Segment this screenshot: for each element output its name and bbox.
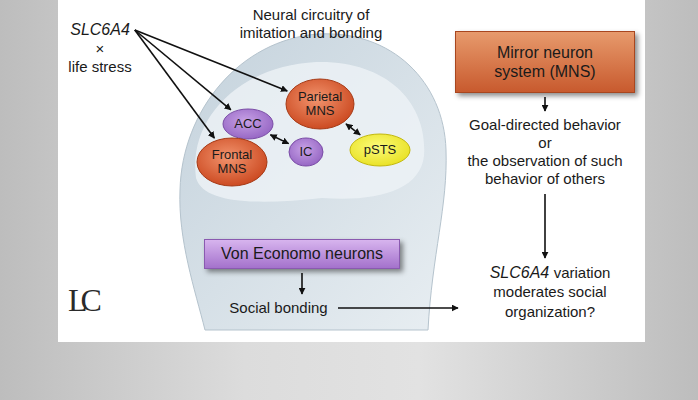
node-text: ACC [234, 117, 261, 131]
node-text: Mirror neuron system (MNS) [474, 43, 616, 81]
arrow-connector [270, 135, 288, 144]
oval-fill [286, 79, 354, 129]
brain-region-oval: Frontal MNS [196, 137, 268, 187]
oval-fill [350, 134, 410, 166]
panel [58, 0, 645, 342]
process-box: Von Economo neurons [204, 239, 400, 269]
arrow-connector [544, 194, 546, 258]
node-text: pSTS [364, 143, 397, 157]
arrow-connector [135, 30, 215, 138]
brain-region-oval: pSTS [349, 133, 411, 167]
brain-region-oval: Parietal MNS [285, 78, 355, 130]
node-text: or [538, 134, 551, 152]
factor-label: SLC6A4×life stress [63, 18, 137, 78]
oval-fill [197, 138, 267, 186]
node-text: × [96, 40, 105, 58]
brain-region-oval: ACC [222, 108, 274, 140]
arrow-connector [338, 307, 458, 309]
process-box: Mirror neuron system (MNS) [455, 31, 635, 93]
node-text: SLC6A4 [490, 264, 550, 281]
text-block: Social bonding [224, 297, 333, 319]
head-silhouette [180, 34, 446, 330]
arrow-connector [135, 30, 231, 110]
logo-mark: LC [68, 282, 95, 319]
arrow-connector [544, 97, 546, 111]
node-text: Frontal MNS [204, 148, 260, 177]
node-text: Social bonding [229, 299, 327, 317]
node-text: Goal-directed behavior [469, 116, 621, 134]
arrow-connector [346, 124, 360, 135]
node-text: Parietal MNS [293, 90, 347, 119]
node-text: the observation of such behavior of othe… [449, 152, 641, 188]
diagram-title: Neural circuitry of imitation and bondin… [235, 6, 387, 42]
node-text: SLC6A4 [70, 20, 130, 39]
text-block: SLC6A4 variation moderates social organi… [461, 261, 639, 323]
brain-outline [195, 62, 424, 202]
node-text: IC [300, 145, 313, 159]
brain-region-oval: IC [288, 137, 324, 167]
text-wrap: SLC6A4 variation moderates social organi… [465, 263, 635, 321]
oval-fill [289, 138, 323, 166]
node-text: Von Economo neurons [221, 244, 383, 263]
oval-fill [223, 109, 273, 139]
arrow-connector [301, 273, 303, 294]
node-text: life stress [68, 58, 131, 76]
text-block: Goal-directed behaviororthe observation … [445, 114, 645, 190]
